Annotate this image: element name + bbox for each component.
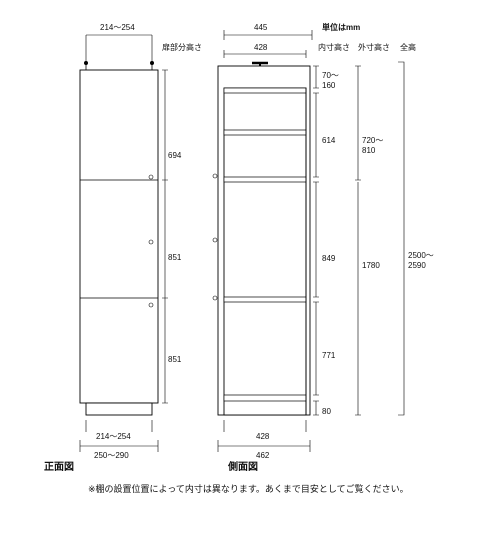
footnote: ※棚の設置位置によって内寸は異なります。あくまで目安としてご覧ください。: [88, 483, 409, 494]
front-top-width-label: 214〜254: [100, 23, 135, 32]
inner-height-top-line1: 70〜: [322, 71, 339, 80]
shelf: [223, 296, 307, 303]
front-view: 214〜254 694 851 851: [79, 23, 182, 460]
total-height-header: 全高: [400, 42, 416, 52]
inner-height-middle: 849: [322, 254, 336, 263]
shelf: [223, 394, 307, 402]
inner-height-top-line2: 160: [322, 81, 336, 90]
inner-height-plinth: 80: [322, 407, 331, 416]
front-cabinet-body: [79, 69, 159, 404]
door-knob-icon: [148, 302, 154, 308]
unit-label: 単位はmm: [322, 22, 360, 32]
ceiling-anchor-icon: [84, 61, 154, 70]
side-view-label: 側面図: [227, 460, 258, 473]
door-knob-icon: [148, 239, 154, 245]
front-plinth: [85, 402, 153, 416]
middle-door: [148, 239, 154, 245]
inner-height-upper: 614: [322, 136, 336, 145]
door-height-header: 扉部分高さ: [162, 42, 202, 52]
door-knob-icon: [212, 237, 218, 243]
lower-door: [148, 302, 154, 308]
door-knob-icon: [148, 174, 154, 180]
front-outer-width-label: 250〜290: [94, 451, 129, 460]
door-knob-icon: [212, 295, 218, 301]
front-inner-width-label: 214〜254: [96, 432, 131, 441]
side-bottom-inner-depth-label: 428: [256, 432, 270, 441]
inner-height-header: 内寸高さ: [318, 42, 350, 52]
door-height-lower: 851: [168, 355, 182, 364]
shelf: [223, 129, 307, 136]
outer-height-upper: 720〜 810: [362, 136, 386, 155]
inner-height-lower: 771: [322, 351, 336, 360]
total-height-line2: 2590: [408, 261, 426, 270]
door-knob-icon: [212, 173, 218, 179]
side-bottom-outer-depth-label: 462: [256, 451, 270, 460]
door-height-upper: 694: [168, 151, 182, 160]
total-height-line1: 2500〜: [408, 251, 434, 260]
outer-height-header: 外寸高さ: [358, 42, 390, 52]
front-view-label: 正面図: [44, 461, 74, 473]
upper-door: [148, 174, 154, 180]
outer-height-upper-line1: 720〜: [362, 136, 383, 145]
total-height-label: 2500〜 2590: [408, 251, 436, 270]
door-height-middle: 851: [168, 253, 182, 262]
shelf: [223, 87, 307, 94]
outer-height-upper-line2: 810: [362, 146, 376, 155]
side-view: 445 428 70〜 160 614 849 771: [212, 23, 436, 460]
side-back-panel: [223, 87, 307, 416]
side-top-inner-depth-label: 428: [254, 43, 268, 52]
outer-height-lower: 1780: [362, 261, 380, 270]
inner-height-top: 70〜 160: [322, 71, 341, 90]
shelf: [223, 176, 307, 183]
side-top-depth-label: 445: [254, 23, 268, 32]
